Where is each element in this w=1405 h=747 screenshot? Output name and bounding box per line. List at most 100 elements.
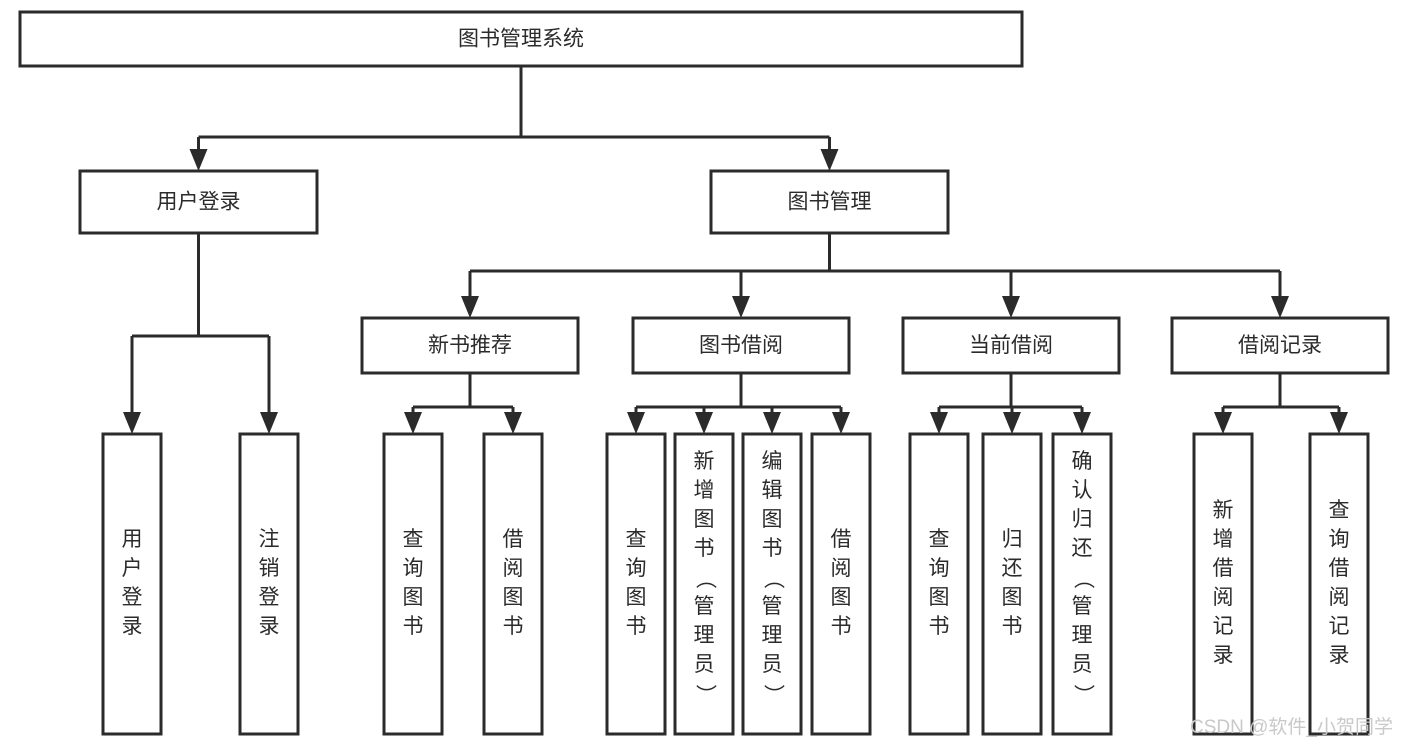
node-label-char: 询 <box>929 557 950 580</box>
node-label-char: 增 <box>694 479 715 502</box>
node-label: 用户登录 <box>157 191 241 214</box>
node-label-char: 记 <box>1329 615 1350 638</box>
node-label-char: 询 <box>626 557 647 580</box>
node-label-char: ） <box>693 684 716 705</box>
connector-edge-root-children <box>189 66 839 171</box>
node-label-char: 还 <box>1002 557 1023 580</box>
node-label-char: 理 <box>1072 624 1093 647</box>
node-current-borrow[interactable]: 当前借阅 <box>901 316 1121 375</box>
connector-edge-userlogin-children <box>123 233 278 434</box>
node-book-borrow[interactable]: 图书借阅 <box>631 316 851 375</box>
node-label-char: 书 <box>831 615 852 638</box>
node-label-char: 认 <box>1072 479 1093 502</box>
node-label-char: 辑 <box>762 479 783 502</box>
node-label-char: 图 <box>762 508 783 531</box>
connector-edge-currentborrow-children <box>930 373 1091 434</box>
node-borrow-record[interactable]: 借阅记录 <box>1170 316 1390 375</box>
node-label-char: 录 <box>259 615 280 638</box>
connector-layer <box>123 66 1348 434</box>
node-label: 图书管理系统 <box>458 28 584 51</box>
node-new-book-rec[interactable]: 新书推荐 <box>360 316 580 375</box>
node-label-char: 图 <box>929 586 950 609</box>
node-label-char: 员 <box>762 653 783 676</box>
node-label-char: 记 <box>1213 615 1234 638</box>
node-label-char: 查 <box>1329 499 1350 522</box>
node-label-char: 查 <box>626 528 647 551</box>
node-label-char: 询 <box>403 557 424 580</box>
node-label-char: ） <box>761 684 784 705</box>
node-label-char: （ <box>693 568 716 589</box>
node-root[interactable]: 图书管理系统 <box>18 10 1024 68</box>
node-label: 图书管理 <box>788 191 872 214</box>
node-label-char: 书 <box>694 537 715 560</box>
node-label-char: 理 <box>762 624 783 647</box>
node-label-char: 询 <box>1329 528 1350 551</box>
node-label-char: 阅 <box>1213 586 1234 609</box>
node-label-char: 录 <box>122 615 143 638</box>
node-label-char: ） <box>1071 684 1094 705</box>
node-label-char: 借 <box>1329 557 1350 580</box>
node-label-char: 登 <box>122 586 143 609</box>
node-label-char: 录 <box>1213 644 1234 667</box>
node-label-char: 员 <box>1072 653 1093 676</box>
node-label-char: （ <box>1071 568 1094 589</box>
node-label-char: 书 <box>403 615 424 638</box>
node-label-char: 新 <box>694 450 715 473</box>
node-label-char: 图 <box>626 586 647 609</box>
node-label-char: 新 <box>1213 499 1234 522</box>
node-label-char: 借 <box>1213 557 1234 580</box>
node-label-char: 图 <box>694 508 715 531</box>
node-label-char: 还 <box>1072 537 1093 560</box>
node-label-char: 确 <box>1072 450 1093 473</box>
node-label-char: 管 <box>694 595 715 618</box>
node-label-char: 图 <box>503 586 524 609</box>
node-leaf-user-login[interactable]: 用户登录 <box>101 432 163 736</box>
node-label-char: 书 <box>1002 615 1023 638</box>
node-label-char: 归 <box>1072 508 1093 531</box>
node-label-char: 员 <box>694 653 715 676</box>
connector-edge-bookborrow-children <box>627 373 850 434</box>
node-label-char: 归 <box>1002 528 1023 551</box>
node-label: 当前借阅 <box>969 334 1053 357</box>
node-label-char: 图 <box>1002 586 1023 609</box>
node-label-char: 用 <box>122 528 143 551</box>
node-label-char: 理 <box>694 624 715 647</box>
node-label-char: 书 <box>626 615 647 638</box>
node-label-char: 阅 <box>503 557 524 580</box>
node-label-char: 借 <box>503 528 524 551</box>
node-book-manage[interactable]: 图书管理 <box>709 169 950 235</box>
node-label: 借阅记录 <box>1238 334 1322 357</box>
node-label-char: 户 <box>122 557 143 580</box>
node-label: 图书借阅 <box>699 334 783 357</box>
node-label-char: 阅 <box>1329 586 1350 609</box>
node-label-char: 书 <box>503 615 524 638</box>
node-label-char: 借 <box>831 528 852 551</box>
node-label: 新书推荐 <box>428 334 512 357</box>
node-label-char: 销 <box>259 557 280 580</box>
node-label-char: 书 <box>762 537 783 560</box>
node-layer: 图书管理系统用户登录图书管理新书推荐图书借阅当前借阅借阅记录用户登录注销登录查询… <box>18 10 1390 736</box>
node-user-login[interactable]: 用户登录 <box>78 169 319 235</box>
node-label-char: 图 <box>403 586 424 609</box>
node-label-char: 录 <box>1329 644 1350 667</box>
connector-edge-newbookrec-children <box>404 373 522 434</box>
node-label-char: （ <box>761 568 784 589</box>
node-label-char: 管 <box>762 595 783 618</box>
node-label-char: 查 <box>403 528 424 551</box>
node-label-char: 增 <box>1213 528 1234 551</box>
node-label-char: 查 <box>929 528 950 551</box>
